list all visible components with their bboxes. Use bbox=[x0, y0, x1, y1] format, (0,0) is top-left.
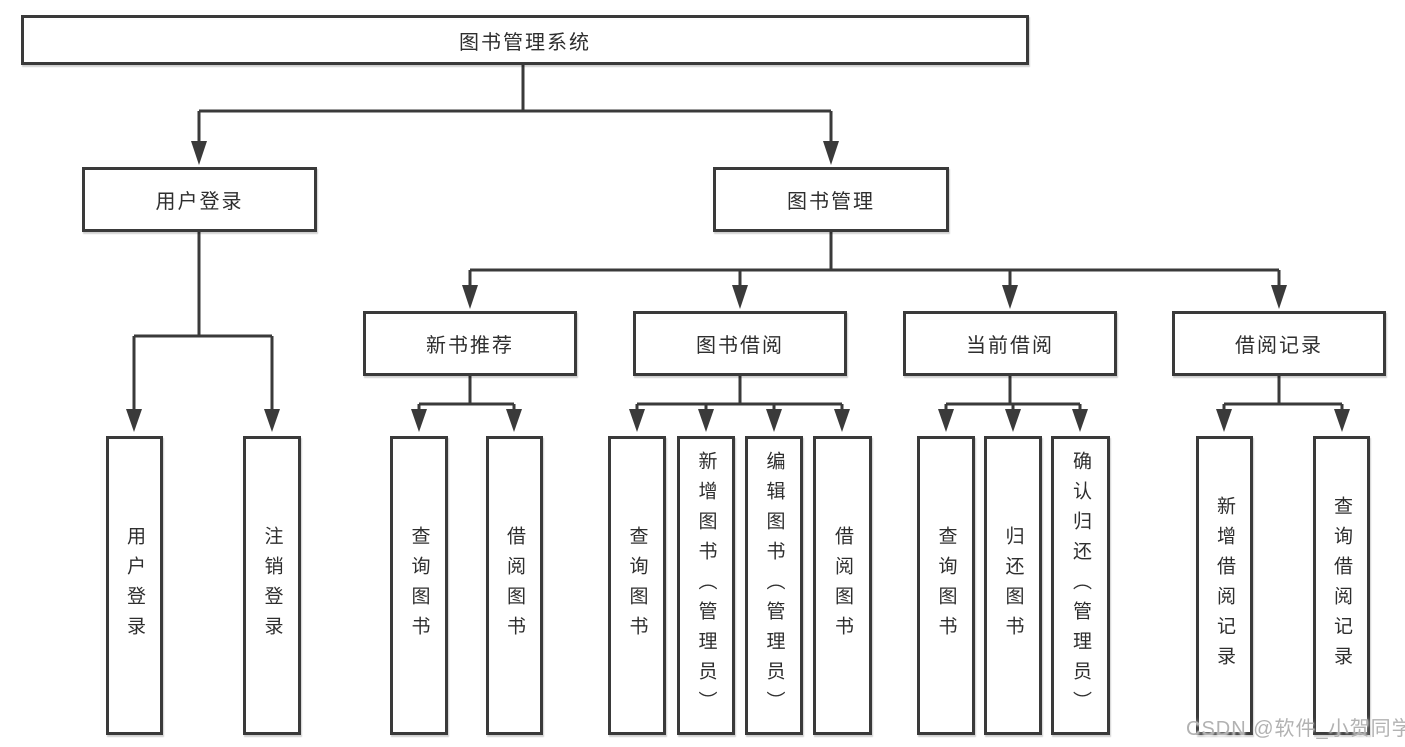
node-confirm-return-admin: 确认归还（管理员） bbox=[1051, 436, 1110, 735]
node-add-books-admin: 新增图书（管理员） bbox=[677, 436, 735, 735]
connector-new-book-rec-to-leaves bbox=[417, 376, 516, 410]
node-return-books: 归还图书 bbox=[984, 436, 1042, 735]
arrowhead bbox=[1072, 409, 1088, 432]
arrowhead bbox=[698, 409, 714, 432]
node-book-management: 图书管理 bbox=[713, 167, 949, 232]
connector-current-borrow-to-leaves bbox=[944, 376, 1082, 410]
node-current-borrowing: 当前借阅 bbox=[903, 311, 1117, 376]
node-query-borrow-record: 查询借阅记录 bbox=[1313, 436, 1370, 735]
arrowhead bbox=[411, 409, 427, 432]
connector-root-to-level2 bbox=[197, 65, 833, 141]
connector-book-mgmt-to-level3 bbox=[468, 232, 1281, 287]
arrowhead bbox=[834, 409, 850, 432]
node-query-books-2: 查询图书 bbox=[608, 436, 666, 735]
arrowhead bbox=[1216, 409, 1232, 432]
connector-user-login-to-leaves bbox=[132, 232, 274, 409]
arrowhead bbox=[938, 409, 954, 432]
arrowhead bbox=[823, 141, 839, 165]
node-new-book-recommend: 新书推荐 bbox=[363, 311, 577, 376]
arrowhead bbox=[506, 409, 522, 432]
arrowhead bbox=[1002, 285, 1018, 309]
arrowhead bbox=[264, 409, 280, 432]
node-book-mgmt-system: 图书管理系统 bbox=[21, 15, 1029, 65]
node-user-login-group: 用户登录 bbox=[82, 167, 317, 232]
node-borrowing-records: 借阅记录 bbox=[1172, 311, 1386, 376]
arrowhead bbox=[191, 141, 207, 165]
node-user-login: 用户登录 bbox=[106, 436, 163, 735]
arrowhead bbox=[732, 285, 748, 309]
node-book-borrowing: 图书借阅 bbox=[633, 311, 847, 376]
node-borrow-books-2: 借阅图书 bbox=[813, 436, 872, 735]
node-query-books-1: 查询图书 bbox=[390, 436, 448, 735]
arrowheads bbox=[126, 141, 1350, 432]
arrowhead bbox=[766, 409, 782, 432]
node-logout: 注销登录 bbox=[243, 436, 301, 735]
node-edit-books-admin: 编辑图书（管理员） bbox=[745, 436, 803, 735]
node-borrow-books-1: 借阅图书 bbox=[486, 436, 543, 735]
arrowhead bbox=[1005, 409, 1021, 432]
arrowhead bbox=[1334, 409, 1350, 432]
arrowhead bbox=[126, 409, 142, 432]
arrowhead bbox=[462, 285, 478, 309]
node-query-books-3: 查询图书 bbox=[917, 436, 975, 735]
watermark-text: CSDN @软件_小贺同学 bbox=[1186, 718, 1405, 740]
arrowhead bbox=[629, 409, 645, 432]
node-add-borrow-record: 新增借阅记录 bbox=[1196, 436, 1253, 735]
connector-borrow-records-to-leaves bbox=[1222, 376, 1344, 410]
arrowhead bbox=[1271, 285, 1287, 309]
connector-book-borrow-to-leaves bbox=[635, 376, 844, 410]
